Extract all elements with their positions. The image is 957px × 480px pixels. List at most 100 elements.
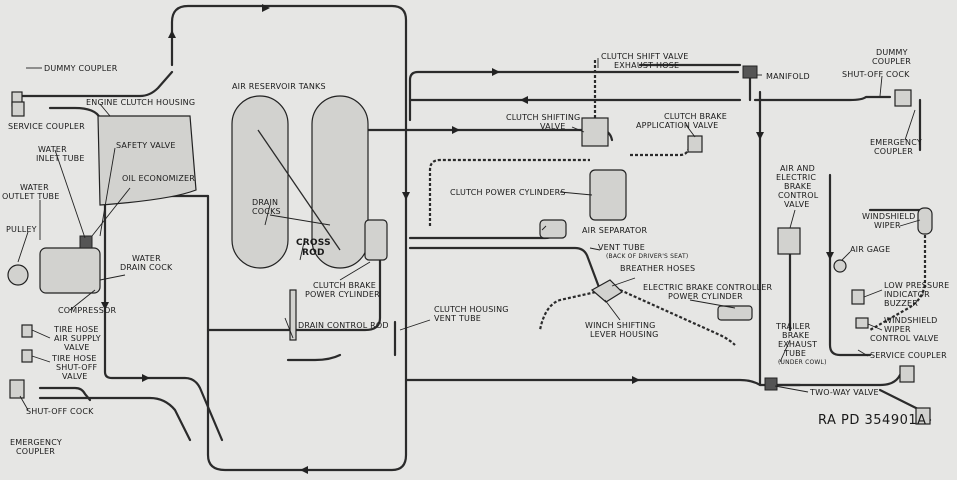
label-shutoff-cock-right: SHUT-OFF COCK xyxy=(842,70,910,79)
clutch-brake-application-valve xyxy=(687,135,703,153)
lower-manifold-line xyxy=(404,378,802,387)
label-dummy-coupler-left: DUMMY COUPLER xyxy=(44,64,118,73)
label-clutch-shift-valve-exhaust-hose-1: CLUTCH SHIFT VALVE xyxy=(601,52,689,61)
cross-rod xyxy=(257,129,341,251)
label-air-separator: AIR SEPARATOR xyxy=(582,226,648,235)
emergency-coupler-right xyxy=(915,407,931,425)
label-brake-control-valve-3: BRAKE xyxy=(784,182,812,191)
vent-tube-line xyxy=(408,246,602,292)
compressor xyxy=(39,247,101,294)
label-emergency-coupler-left-1: EMERGENCY xyxy=(10,438,62,447)
label-trailer-brake-exhaust-2: BRAKE xyxy=(782,331,810,340)
label-electric-brake-controller-2: POWER CYLINDER xyxy=(668,292,743,301)
label-trailer-brake-exhaust-note: (UNDER COWL) xyxy=(778,359,827,366)
breather-hose xyxy=(538,288,606,331)
label-trailer-brake-exhaust-4: TUBE xyxy=(784,349,807,358)
two-way-valve xyxy=(764,377,778,391)
label-brake-control-valve-1: AIR AND xyxy=(780,164,815,173)
emergency-coupler-left xyxy=(9,379,25,399)
flow-arrow xyxy=(402,192,410,200)
clutch-shifting-valve xyxy=(581,117,609,147)
flow-arrow xyxy=(300,466,308,474)
flow-arrow xyxy=(492,68,500,76)
service-coupler-line-left xyxy=(48,106,102,120)
label-electric-brake-controller-1: ELECTRIC BRAKE CONTROLLER xyxy=(643,283,773,292)
tire-hose-line xyxy=(38,386,92,402)
dummy-coupler-right xyxy=(894,89,912,107)
air-reservoir-tank-1 xyxy=(231,95,289,269)
label-windshield-wiper-2: WIPER xyxy=(874,221,901,230)
label-clutch-shifting-valve-2: VALVE xyxy=(540,122,566,131)
flow-arrow xyxy=(826,252,834,260)
label-service-coupler-left: SERVICE COUPLER xyxy=(8,122,85,131)
right-coupler-line xyxy=(753,95,892,102)
service-coupler-line-right xyxy=(768,373,902,387)
label-emergency-coupler-right-2: COUPLER xyxy=(874,147,914,156)
label-tire-hose-air-supply-3: VALVE xyxy=(64,343,90,352)
label-brake-control-valve-2: ELECTRIC xyxy=(776,173,817,182)
cylinder-feed-line xyxy=(428,158,590,226)
manifold xyxy=(742,65,758,79)
label-low-pressure-1: LOW PRESSURE xyxy=(884,281,950,290)
gage-line xyxy=(828,173,872,357)
label-emergency-coupler-right-1: EMERGENCY xyxy=(870,138,922,147)
main-supply-loop xyxy=(170,4,408,472)
label-clutch-power-cylinders: CLUTCH POWER CYLINDERS xyxy=(450,188,566,197)
wiper-control-valve xyxy=(855,317,869,329)
label-windshield-wiper-1: WINDSHIELD xyxy=(862,212,916,221)
clutch-brake-power-cylinder xyxy=(364,219,388,261)
oil-economizer xyxy=(79,235,93,249)
low-pressure-buzzer xyxy=(851,289,865,305)
label-breather-hoses: BREATHER HOSES xyxy=(620,264,696,273)
label-clutch-brake-application-valve-2: APPLICATION VALVE xyxy=(636,121,719,130)
label-wiper-control-valve-2: WIPER xyxy=(884,325,911,334)
service-coupler-left xyxy=(11,101,25,117)
controller-hose xyxy=(619,288,736,346)
drain-control-rod-line xyxy=(286,353,342,362)
label-cross-rod-2: ROD xyxy=(302,248,325,258)
label-tire-hose-shutoff-3: VALVE xyxy=(62,372,88,381)
label-winch-shifting-lever-housing-2: LEVER HOUSING xyxy=(590,330,659,339)
label-water-outlet-tube-1: WATER xyxy=(20,183,49,192)
brake-control-valve xyxy=(777,227,801,255)
reference-code: RA PD 354901A xyxy=(818,413,927,428)
label-winch-shifting-lever-housing-1: WINCH SHIFTING xyxy=(585,321,656,330)
label-air-gage: AIR GAGE xyxy=(850,245,891,254)
label-water-outlet-tube-2: OUTLET TUBE xyxy=(2,192,60,201)
tire-hose-air-supply-valve xyxy=(21,324,33,338)
label-water-drain-cock-2: DRAIN COCK xyxy=(120,263,173,272)
label-cross-rod-1: CROSS xyxy=(296,238,331,248)
label-tire-hose-shutoff-1: TIRE HOSE xyxy=(52,354,97,363)
label-clutch-housing-vent-tube-2: VENT TUBE xyxy=(434,314,482,323)
label-emergency-coupler-left-2: COUPLER xyxy=(16,447,56,456)
air-reservoir-tank-2 xyxy=(311,95,369,269)
application-valve-hose xyxy=(630,139,692,157)
leader-lines xyxy=(17,58,921,411)
air-gage xyxy=(833,259,847,273)
label-tire-hose-air-supply-1: TIRE HOSE xyxy=(54,325,99,334)
label-vent-tube-note: (BACK OF DRIVER'S SEAT) xyxy=(606,253,689,260)
label-tire-hose-shutoff-2: SHUT-OFF xyxy=(56,363,98,372)
drain-control-rod xyxy=(289,289,297,341)
label-drain-cocks-2: COCKS xyxy=(252,207,281,216)
compressor-discharge-line xyxy=(103,203,224,442)
pulley xyxy=(7,264,29,286)
label-brake-control-valve-5: VALVE xyxy=(784,200,810,209)
label-service-coupler-right: SERVICE COUPLER xyxy=(870,351,947,360)
label-water-inlet-tube-1: WATER xyxy=(38,145,67,154)
label-wiper-control-valve-3: CONTROL VALVE xyxy=(870,334,939,343)
label-dummy-coupler-right-1: DUMMY xyxy=(876,48,908,57)
upper-manifold-line xyxy=(408,70,740,122)
label-oil-economizer: OIL ECONOMIZER xyxy=(122,174,196,183)
windshield-wiper xyxy=(917,207,933,235)
label-shutoff-cock-left: SHUT-OFF COCK xyxy=(26,407,94,416)
dummy-coupler-line-left xyxy=(20,70,174,98)
label-clutch-shift-valve-exhaust-hose-2: EXHAUST HOSE xyxy=(614,61,680,70)
flow-arrow xyxy=(101,302,109,310)
flow-arrow xyxy=(142,374,150,382)
label-clutch-brake-power-cylinder-1: CLUTCH BRAKE xyxy=(313,281,376,290)
label-clutch-brake-application-valve-1: CLUTCH BRAKE xyxy=(664,112,727,121)
label-drain-cocks-1: DRAIN xyxy=(252,198,279,207)
label-trailer-brake-exhaust-1: TRAILER xyxy=(776,322,811,331)
